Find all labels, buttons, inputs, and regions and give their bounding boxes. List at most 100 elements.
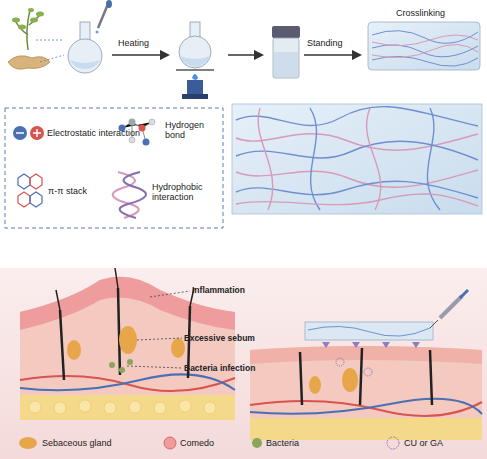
- inflamed-skin: [171, 338, 185, 358]
- flask-icon: [70, 60, 100, 69]
- electrostatic-icon: [30, 126, 44, 140]
- treated-skin: [336, 358, 344, 366]
- plant-icon: [8, 8, 64, 69]
- process-arrow: [228, 54, 262, 56]
- helix-icon: [113, 172, 146, 218]
- helix-icon: [120, 172, 146, 218]
- legend-text: Electrostatic interaction: [47, 128, 140, 138]
- hydrogen-bond-icon: [129, 119, 136, 126]
- inflamed-skin: [129, 401, 141, 413]
- vial-icon: [272, 26, 300, 38]
- inflamed-skin: [119, 326, 137, 354]
- inflamed-skin: [20, 395, 235, 420]
- legend-text: Hydrogen bond: [165, 120, 204, 140]
- vial-icon: [272, 26, 300, 78]
- inflamed-skin: [109, 362, 115, 368]
- legend-text: Hydrophobic interaction: [152, 182, 203, 202]
- plant-icon: [18, 25, 26, 30]
- hydrogen-bond-icon: [143, 139, 150, 146]
- treated-skin: [440, 296, 462, 318]
- hydrogel-network: [236, 141, 478, 160]
- inflamed-skin: [20, 277, 235, 330]
- treated-skin: [309, 376, 321, 394]
- hydrogel-network: [232, 104, 482, 214]
- hydrogel-network: [258, 108, 273, 210]
- plant-icon: [36, 40, 64, 62]
- inflamed-skin: [20, 374, 235, 390]
- legend-item: Hydrogen bond: [165, 120, 217, 140]
- legend-icons: [19, 437, 37, 449]
- plant-icon: [36, 12, 44, 17]
- text-label: Standing: [307, 38, 362, 48]
- inflamed-skin: [104, 402, 116, 414]
- hydrogel-network: [367, 108, 381, 210]
- inflamed-skin: [54, 402, 66, 414]
- inflamed-skin: [20, 277, 235, 420]
- treated-skin: [308, 326, 430, 336]
- treated-skin: [364, 368, 372, 376]
- flask-icon: [98, 4, 108, 28]
- text-label: Heating: [118, 38, 173, 48]
- plant-icon: [28, 8, 34, 12]
- treated-skin: [250, 346, 482, 364]
- inflamed-skin: [29, 400, 216, 414]
- legend-item: Comedo: [180, 438, 235, 448]
- treated-skin: [460, 290, 468, 298]
- plant-icon: [12, 18, 20, 23]
- hydrogel-dish: [368, 22, 480, 70]
- heated-flask-icon: [179, 36, 211, 68]
- treated-skin: [250, 290, 482, 440]
- inflamed-skin: [67, 340, 81, 360]
- legend-item: Hydrophobic interaction: [152, 182, 218, 202]
- leader-line: [127, 291, 190, 368]
- legend-icons: [164, 437, 176, 449]
- legend-item: CU or GA: [404, 438, 474, 448]
- heated-flask-icon: [182, 94, 208, 99]
- key-box: [5, 108, 223, 228]
- treated-skin: [300, 348, 432, 405]
- legend-text: CU or GA: [404, 438, 443, 448]
- flask-icon: [106, 0, 112, 8]
- inflamed-skin: [154, 402, 166, 414]
- treated-skin: [250, 418, 482, 440]
- inflamed-skin: [79, 400, 91, 412]
- electrostatic-icon: [13, 126, 44, 140]
- heated-flask-icon: [176, 69, 214, 71]
- electrostatic-icon: [33, 129, 41, 137]
- legend-icons: [387, 437, 399, 449]
- text-label: Inflammation: [192, 285, 282, 295]
- inflamed-skin: [204, 402, 216, 414]
- heated-flask-icon: [180, 56, 210, 66]
- legend-icons: [19, 437, 399, 449]
- treated-skin: [322, 342, 420, 348]
- heated-flask-icon: [190, 22, 200, 38]
- legend-text: Sebaceous gland: [42, 438, 112, 448]
- text-label: Crosslinking: [396, 8, 481, 18]
- hydrogel-network: [232, 104, 482, 214]
- inflamed-skin: [60, 288, 190, 380]
- inflamed-skin: [127, 359, 133, 365]
- plant-icon: [30, 18, 38, 23]
- legend-text: π-π stack: [48, 186, 87, 196]
- hydrogen-bond-icon: [149, 119, 155, 125]
- pi-stack-icon: [30, 174, 42, 189]
- treated-skin: [305, 322, 433, 340]
- treated-skin: [430, 320, 438, 328]
- plant-icon: [8, 56, 50, 69]
- flask-icon: [96, 31, 99, 34]
- panel-background: [0, 268, 487, 459]
- legend-item: Sebaceous gland: [42, 438, 137, 448]
- hydrogel-network: [236, 107, 478, 126]
- flask-icon: [68, 0, 112, 73]
- treated-skin: [250, 399, 482, 414]
- inflamed-skin: [56, 268, 194, 310]
- heated-flask-icon: [176, 22, 214, 99]
- electrostatic-icon: [13, 126, 27, 140]
- hydrogel-dish: [372, 31, 478, 67]
- helix-icon: [113, 172, 139, 218]
- process-arrow: [304, 54, 360, 56]
- inflamed-skin: [179, 400, 191, 412]
- legend-item: π-π stack: [48, 186, 108, 196]
